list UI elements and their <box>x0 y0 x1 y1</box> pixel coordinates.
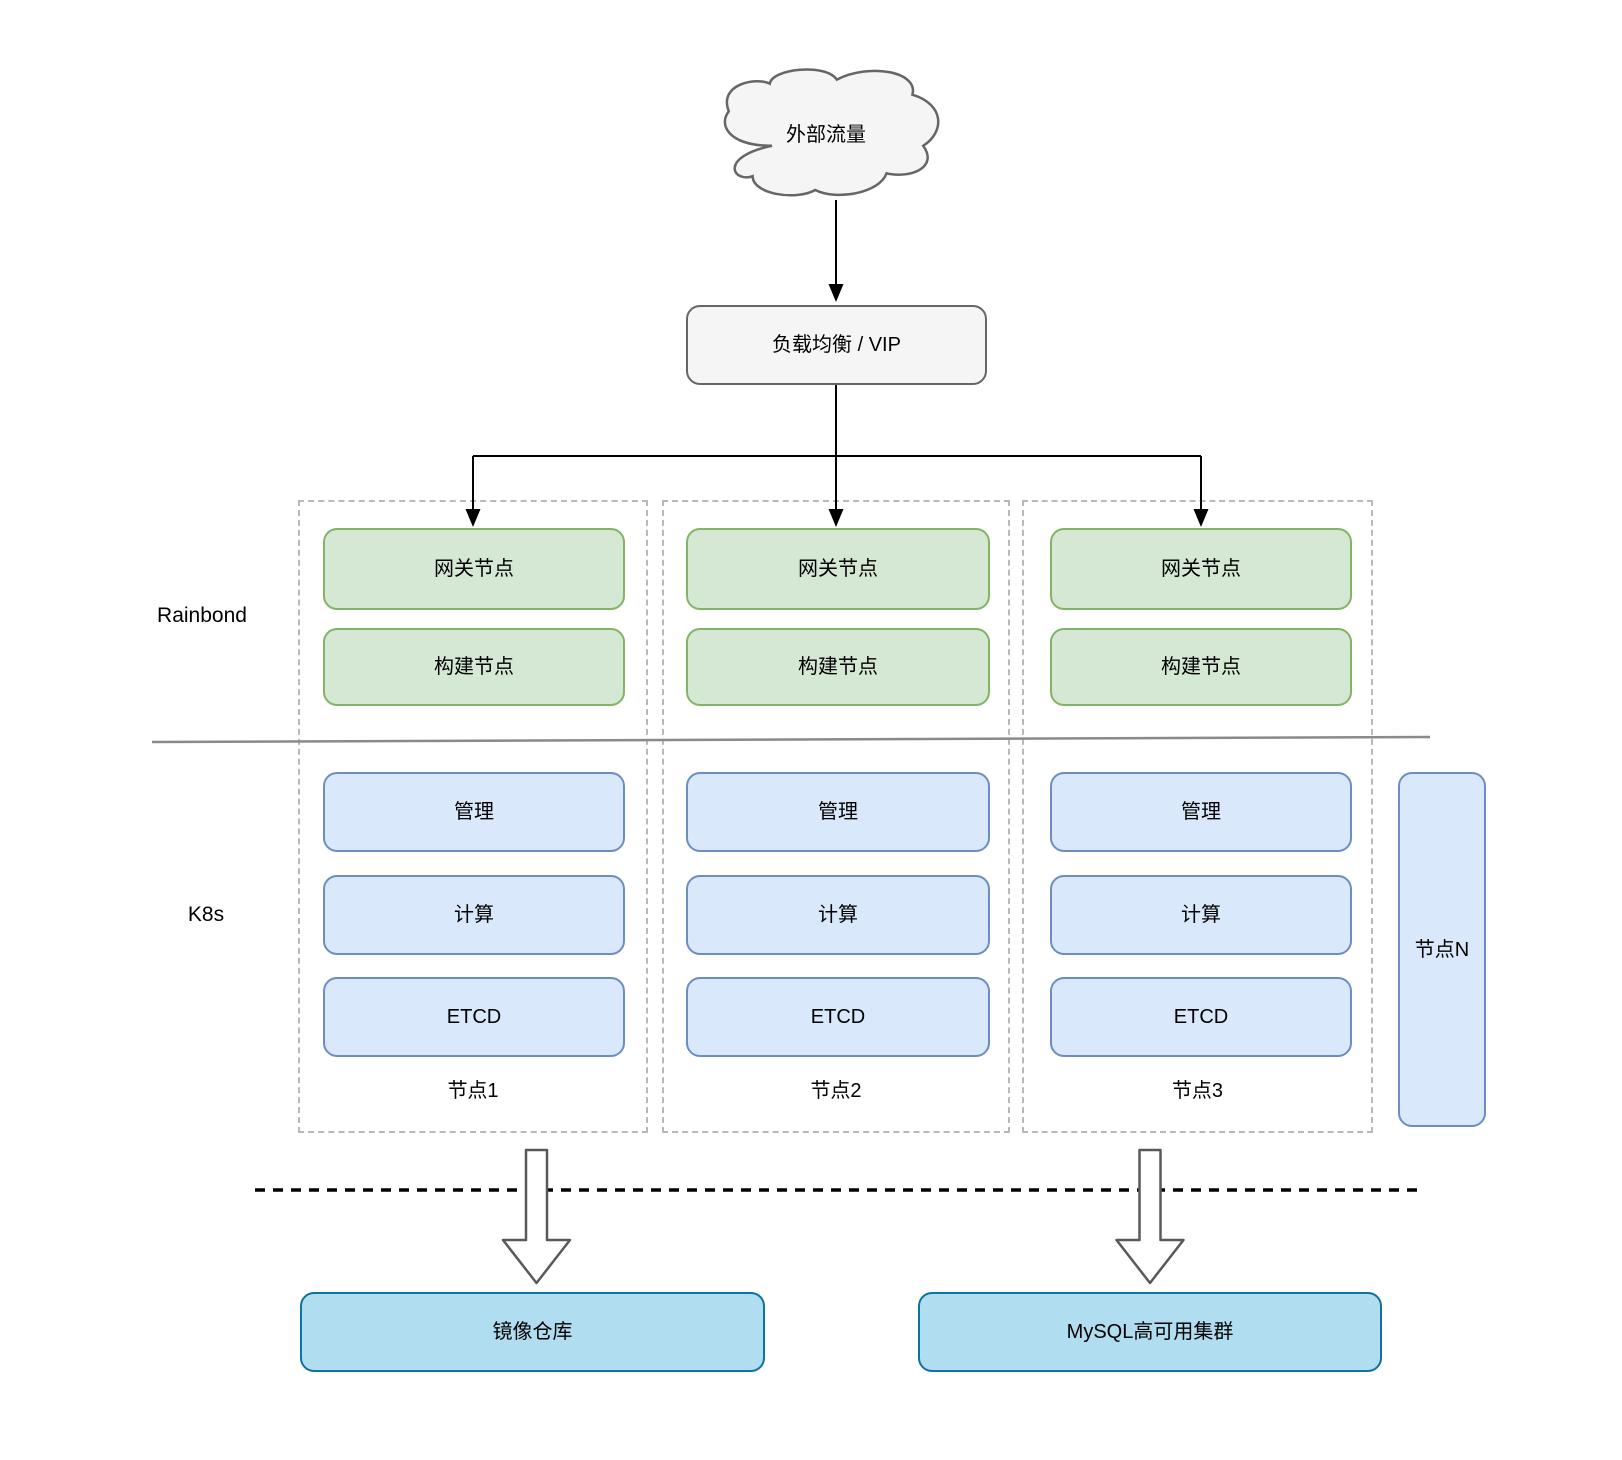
etcd-box-1: ETCD <box>323 977 625 1057</box>
lb-branch-lines <box>472 385 1202 510</box>
node-n-box: 节点N <box>1398 772 1486 1127</box>
build-node-box-1: 构建节点 <box>323 628 625 706</box>
compute-box-3: 计算 <box>1050 875 1352 955</box>
k8s-section-label: K8s <box>187 903 225 926</box>
etcd-box-2: ETCD <box>686 977 990 1057</box>
build-node-box-3: 构建节点 <box>1050 628 1352 706</box>
etcd-box-3: ETCD <box>1050 977 1352 1057</box>
build-node-box-2: 构建节点 <box>686 628 990 706</box>
manage-box-1: 管理 <box>323 772 625 852</box>
rainbond-k8s-divider <box>151 735 1431 744</box>
hollow-arrow-registry <box>501 1148 572 1285</box>
node-column-3 <box>1022 500 1373 1133</box>
image-registry-box: 镜像仓库 <box>300 1292 765 1372</box>
load-balancer-box: 负载均衡 / VIP <box>686 305 987 385</box>
rainbond-section-label: Rainbond <box>157 604 247 627</box>
gateway-node-box-3: 网关节点 <box>1050 528 1352 610</box>
gateway-node-box-1: 网关节点 <box>323 528 625 610</box>
external-traffic-label: 外部流量 <box>786 124 866 146</box>
lb-arrowhead-node1 <box>465 509 481 527</box>
cloud-to-lb-arrowhead <box>828 284 844 302</box>
lb-arrowhead-node2 <box>828 509 844 527</box>
compute-box-1: 计算 <box>323 875 625 955</box>
hollow-arrow-mysql <box>1115 1148 1185 1285</box>
manage-box-2: 管理 <box>686 772 990 852</box>
lb-arrowhead-node3 <box>1193 509 1209 527</box>
node-label-3: 节点3 <box>1171 1080 1224 1102</box>
node-label-2: 节点2 <box>810 1080 862 1102</box>
mysql-cluster-box: MySQL高可用集群 <box>918 1292 1382 1372</box>
external-traffic-cloud-shape <box>723 68 940 197</box>
manage-box-3: 管理 <box>1050 772 1352 852</box>
node-label-1: 节点1 <box>447 1080 499 1102</box>
compute-box-2: 计算 <box>686 875 990 955</box>
gateway-node-box-2: 网关节点 <box>686 528 990 610</box>
